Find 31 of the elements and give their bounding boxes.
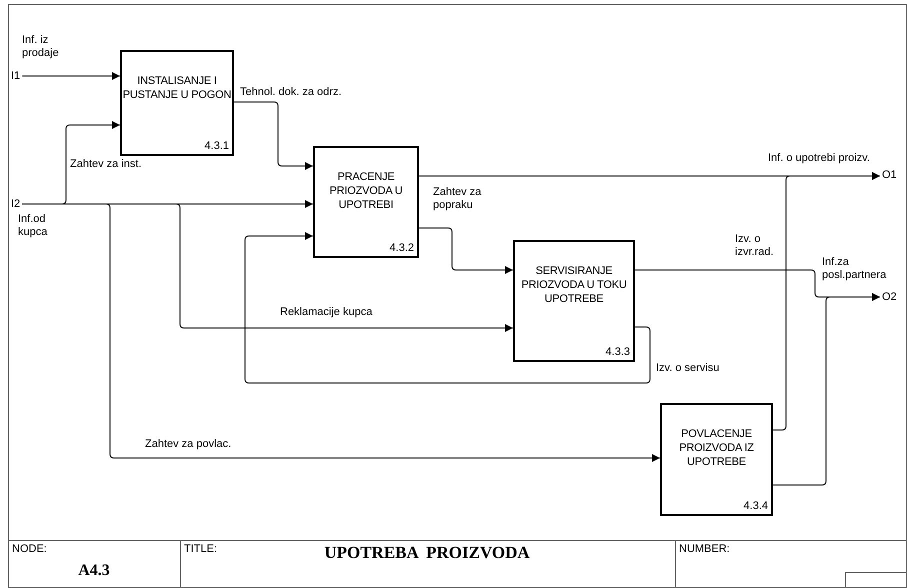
activity-name: SERVISIRANJE PRIOZVODA U TOKU UPOTREBE bbox=[520, 264, 628, 306]
edge-label: Zahtev za povlac. bbox=[145, 438, 232, 451]
activity-number: 4.3.3 bbox=[606, 346, 630, 359]
arrow bbox=[244, 232, 650, 384]
arrow bbox=[418, 228, 514, 274]
activity-name: PRACENJE PRIOZVODA U UPOTREBI bbox=[328, 170, 404, 212]
field-caption: TITLE: bbox=[184, 543, 218, 556]
arrow bbox=[22, 204, 514, 332]
activity-number: 4.3.2 bbox=[390, 242, 414, 255]
port-label: I1 bbox=[11, 70, 20, 83]
activity-number: 4.3.1 bbox=[204, 140, 229, 153]
activity-name: POVLACENJE PROIZVODA IZ UPOTREBE bbox=[678, 427, 755, 469]
activity-name: INSTALISANJE I PUSTANJE U POGON bbox=[122, 74, 232, 102]
arrow bbox=[772, 172, 880, 430]
activity-box bbox=[513, 240, 635, 362]
node-number: A4.3 bbox=[78, 562, 110, 580]
arrow bbox=[234, 102, 314, 170]
activity-box bbox=[120, 50, 234, 156]
activity-box bbox=[313, 146, 419, 258]
field-caption: NODE: bbox=[12, 543, 47, 556]
edge-label: Reklamacije kupca bbox=[280, 306, 372, 319]
port-label: O1 bbox=[882, 169, 897, 182]
activity-box bbox=[660, 403, 773, 516]
port-label: I2 bbox=[11, 198, 20, 211]
port-label: O2 bbox=[882, 291, 897, 304]
edge-label: Inf. o upotrebi proizv. bbox=[768, 152, 870, 165]
field-caption: NUMBER: bbox=[679, 543, 730, 556]
activity-number: 4.3.4 bbox=[744, 500, 768, 513]
arrow bbox=[22, 72, 120, 80]
diagram-title: UPOTREBA PROIZVODA bbox=[324, 543, 530, 563]
arrow bbox=[772, 293, 880, 486]
